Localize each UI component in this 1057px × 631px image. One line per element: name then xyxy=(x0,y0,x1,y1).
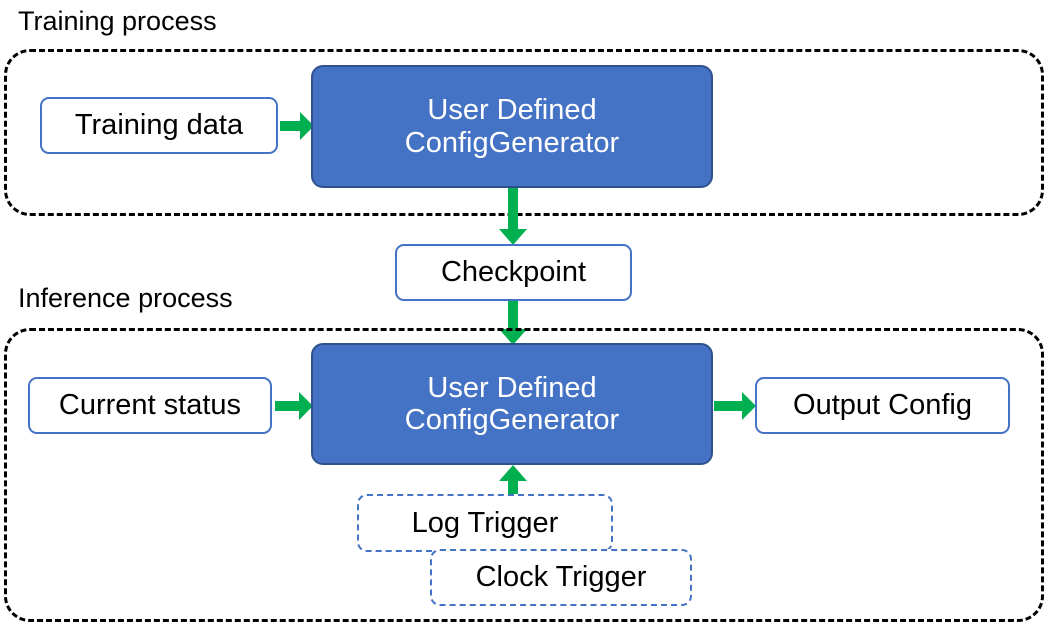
node-output-config-label: Output Config xyxy=(793,389,972,422)
node-checkpoint[interactable]: Checkpoint xyxy=(395,244,632,301)
node-inference-config-generator-line1: User Defined xyxy=(427,371,597,404)
inference-process-label: Inference process xyxy=(18,283,233,313)
arrow-generator-to-checkpoint xyxy=(499,188,527,245)
node-output-config[interactable]: Output Config xyxy=(755,377,1010,434)
node-log-trigger-label: Log Trigger xyxy=(411,506,559,539)
node-training-config-generator[interactable]: User Defined ConfigGenerator xyxy=(311,65,713,188)
node-training-config-generator-line2: ConfigGenerator xyxy=(404,126,620,159)
node-training-data[interactable]: Training data xyxy=(40,97,278,154)
arrow-log-trigger-to-generator xyxy=(499,465,527,500)
arrow-training-data-to-generator xyxy=(280,112,314,140)
arrow-checkpoint-to-inference-generator xyxy=(499,301,527,345)
node-checkpoint-label: Checkpoint xyxy=(440,256,587,289)
arrow-generator-to-output-config xyxy=(714,392,756,420)
node-log-trigger[interactable]: Log Trigger xyxy=(357,494,613,552)
node-clock-trigger-label: Clock Trigger xyxy=(475,561,647,594)
node-inference-config-generator-line2: ConfigGenerator xyxy=(404,404,620,436)
training-process-container xyxy=(4,49,1044,216)
node-training-data-label: Training data xyxy=(74,109,244,142)
node-current-status-label: Current status xyxy=(58,389,242,422)
node-current-status[interactable]: Current status xyxy=(28,377,272,434)
node-training-config-generator-line1: User Defined xyxy=(427,94,597,127)
arrow-current-status-to-generator xyxy=(275,392,313,420)
node-inference-config-generator[interactable]: User Defined ConfigGenerator xyxy=(311,343,713,465)
training-process-label: Training process xyxy=(18,6,217,36)
node-clock-trigger[interactable]: Clock Trigger xyxy=(430,549,692,606)
inference-process-container xyxy=(4,328,1044,622)
